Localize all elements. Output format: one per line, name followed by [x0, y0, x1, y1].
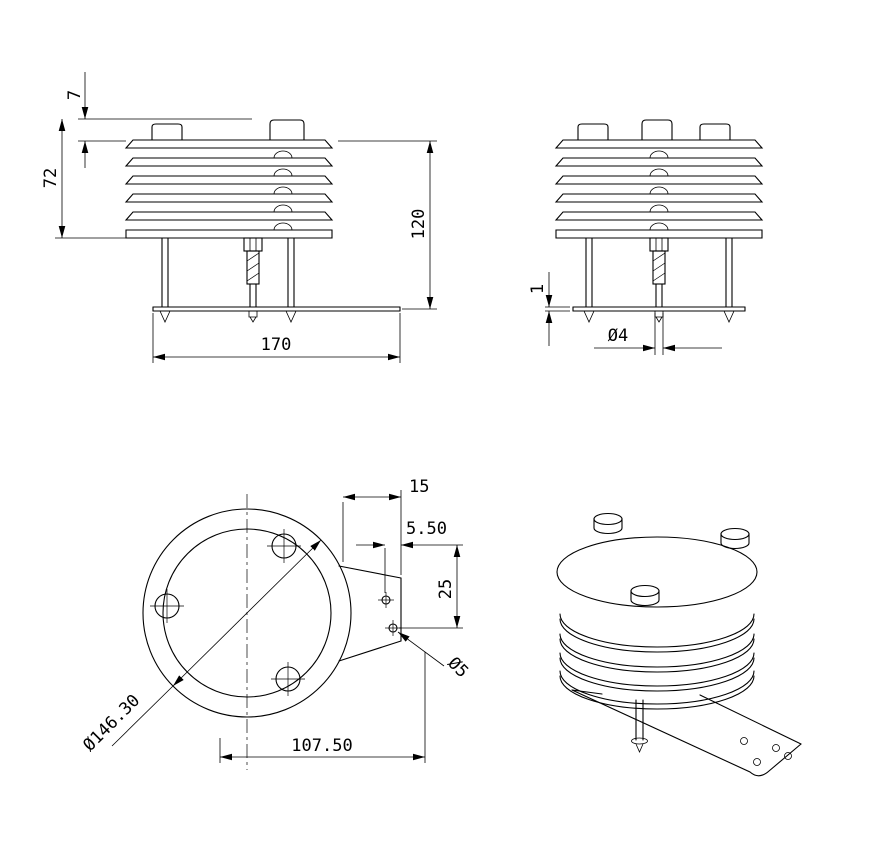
front-legs	[161, 237, 295, 308]
dim-cap-height: 7	[65, 72, 252, 168]
dim-tab-hole-dia: Ø5	[397, 631, 472, 682]
side-sensor	[649, 237, 669, 308]
dim-label-1: 1	[528, 284, 548, 294]
dim-label-25: 25	[436, 579, 456, 599]
dim-base-thickness: 1	[528, 272, 570, 346]
dim-label-dia146-30: Ø146.30	[79, 691, 144, 756]
iso-bracket-plate	[571, 689, 802, 777]
inner-circle	[162, 528, 332, 698]
side-base	[572, 306, 746, 323]
mount-holes	[150, 529, 305, 696]
dim-label-dia4: Ø4	[608, 326, 628, 346]
dim-label-5-50: 5.50	[406, 519, 447, 539]
bracket-tab	[338, 565, 402, 662]
dim-center-hole-dia: Ø4	[594, 313, 722, 355]
dim-label-170: 170	[261, 335, 292, 355]
side-legs	[585, 237, 733, 308]
dim-label-120: 120	[409, 209, 429, 240]
dim-label-72: 72	[41, 168, 61, 188]
front-view: 7 72 120 170	[41, 72, 437, 363]
dim-hole-edge-offset: 5.50	[356, 519, 463, 593]
dim-louver-stack-height: 72	[41, 119, 126, 239]
front-louvers	[124, 139, 334, 239]
front-spacers	[273, 150, 293, 231]
front-caps	[151, 119, 305, 141]
side-caps	[577, 119, 731, 141]
dim-label-7: 7	[65, 90, 85, 100]
dim-tab-width: 15	[342, 477, 429, 575]
side-spacers	[649, 150, 669, 231]
dim-label-107-50: 107.50	[291, 736, 352, 756]
dim-hole-spacing: 25	[399, 545, 463, 629]
side-view: 1 Ø4	[528, 119, 764, 355]
bottom-view: 15 5.50 25 Ø5 Ø146.30	[79, 477, 472, 770]
iso-top-plate	[556, 536, 758, 608]
iso-mounting-rod	[631, 699, 648, 753]
outer-circle	[142, 508, 352, 718]
dim-outer-dia: Ø146.30	[79, 539, 322, 756]
dim-label-15: 15	[409, 477, 429, 497]
front-base	[152, 306, 401, 323]
dim-label-dia5: Ø5	[443, 653, 472, 682]
side-louvers	[554, 139, 764, 239]
dim-overall-height: 120	[338, 140, 437, 310]
front-sensor	[243, 237, 263, 308]
iso-louvers	[559, 613, 755, 710]
dim-center-to-tab: 107.50	[219, 652, 426, 763]
dim-base-width: 170	[152, 313, 401, 363]
iso-caps	[593, 512, 750, 607]
isometric-view	[556, 512, 802, 777]
